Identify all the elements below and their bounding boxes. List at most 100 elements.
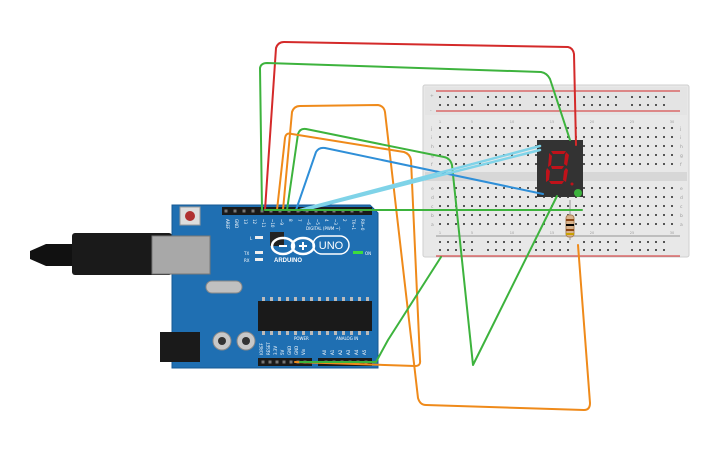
wire-lightblue[interactable] — [298, 144, 542, 212]
rail-hole[interactable] — [639, 96, 641, 98]
breadboard-hole[interactable] — [607, 145, 609, 147]
breadboard-hole[interactable] — [591, 187, 593, 189]
breadboard-hole[interactable] — [535, 127, 537, 129]
breadboard-hole[interactable] — [647, 127, 649, 129]
breadboard-hole[interactable] — [663, 154, 665, 156]
breadboard-hole[interactable] — [439, 127, 441, 129]
rail-hole[interactable] — [543, 96, 545, 98]
rail-hole[interactable] — [607, 249, 609, 251]
breadboard-hole[interactable] — [519, 136, 521, 138]
breadboard-hole[interactable] — [575, 214, 577, 216]
breadboard-hole[interactable] — [543, 205, 545, 207]
breadboard-hole[interactable] — [663, 127, 665, 129]
breadboard-hole[interactable] — [639, 196, 641, 198]
breadboard-hole[interactable] — [663, 223, 665, 225]
breadboard-hole[interactable] — [519, 145, 521, 147]
rail-hole[interactable] — [655, 104, 657, 106]
breadboard-hole[interactable] — [671, 205, 673, 207]
breadboard-hole[interactable] — [479, 205, 481, 207]
breadboard-hole[interactable] — [455, 163, 457, 165]
breadboard-hole[interactable] — [631, 205, 633, 207]
breadboard-hole[interactable] — [447, 205, 449, 207]
rail-hole[interactable] — [551, 104, 553, 106]
breadboard-hole[interactable] — [447, 127, 449, 129]
breadboard-hole[interactable] — [463, 154, 465, 156]
rail-hole[interactable] — [639, 241, 641, 243]
breadboard-hole[interactable] — [455, 154, 457, 156]
breadboard-hole[interactable] — [455, 136, 457, 138]
breadboard-hole[interactable] — [439, 214, 441, 216]
breadboard-hole[interactable] — [591, 136, 593, 138]
rail-hole[interactable] — [519, 249, 521, 251]
breadboard-hole[interactable] — [583, 145, 585, 147]
rail-hole[interactable] — [463, 96, 465, 98]
breadboard-hole[interactable] — [567, 205, 569, 207]
breadboard-hole[interactable] — [447, 187, 449, 189]
rail-hole[interactable] — [535, 104, 537, 106]
rail-hole[interactable] — [631, 96, 633, 98]
breadboard-hole[interactable] — [615, 127, 617, 129]
breadboard-hole[interactable] — [527, 127, 529, 129]
breadboard-hole[interactable] — [639, 127, 641, 129]
breadboard-hole[interactable] — [671, 154, 673, 156]
breadboard-hole[interactable] — [487, 145, 489, 147]
breadboard-hole[interactable] — [583, 196, 585, 198]
breadboard-hole[interactable] — [447, 154, 449, 156]
breadboard-hole[interactable] — [575, 205, 577, 207]
rail-hole[interactable] — [607, 96, 609, 98]
breadboard-hole[interactable] — [527, 154, 529, 156]
rail-hole[interactable] — [519, 96, 521, 98]
wire-red[interactable] — [264, 41, 577, 211]
breadboard-hole[interactable] — [663, 145, 665, 147]
breadboard-hole[interactable] — [599, 127, 601, 129]
rail-hole[interactable] — [511, 104, 513, 106]
breadboard-hole[interactable] — [671, 127, 673, 129]
breadboard-hole[interactable] — [495, 154, 497, 156]
breadboard-hole[interactable] — [535, 163, 537, 165]
breadboard-hole[interactable] — [439, 205, 441, 207]
rail-hole[interactable] — [599, 241, 601, 243]
breadboard-hole[interactable] — [495, 214, 497, 216]
breadboard-hole[interactable] — [655, 154, 657, 156]
rail-hole[interactable] — [455, 104, 457, 106]
breadboard-hole[interactable] — [647, 223, 649, 225]
rail-hole[interactable] — [639, 104, 641, 106]
breadboard-hole[interactable] — [471, 136, 473, 138]
breadboard-hole[interactable] — [631, 154, 633, 156]
breadboard-hole[interactable] — [663, 163, 665, 165]
breadboard-hole[interactable] — [599, 154, 601, 156]
breadboard-hole[interactable] — [615, 196, 617, 198]
breadboard-hole[interactable] — [535, 223, 537, 225]
breadboard-hole[interactable] — [439, 187, 441, 189]
breadboard-hole[interactable] — [623, 187, 625, 189]
breadboard-hole[interactable] — [655, 145, 657, 147]
rail-hole[interactable] — [631, 104, 633, 106]
breadboard-hole[interactable] — [455, 127, 457, 129]
rail-hole[interactable] — [439, 96, 441, 98]
breadboard-hole[interactable] — [503, 223, 505, 225]
breadboard-hole[interactable] — [527, 163, 529, 165]
breadboard-hole[interactable] — [495, 163, 497, 165]
rail-hole[interactable] — [503, 96, 505, 98]
rail-hole[interactable] — [455, 249, 457, 251]
rail-hole[interactable] — [551, 249, 553, 251]
rail-hole[interactable] — [535, 249, 537, 251]
breadboard-hole[interactable] — [535, 214, 537, 216]
rail-hole[interactable] — [551, 241, 553, 243]
breadboard-hole[interactable] — [479, 196, 481, 198]
breadboard-hole[interactable] — [591, 154, 593, 156]
rail-hole[interactable] — [655, 96, 657, 98]
breadboard-hole[interactable] — [671, 163, 673, 165]
breadboard-hole[interactable] — [599, 187, 601, 189]
breadboard-hole[interactable] — [591, 223, 593, 225]
rail-hole[interactable] — [647, 104, 649, 106]
wire-green-2[interactable] — [286, 127, 558, 366]
breadboard-hole[interactable] — [671, 136, 673, 138]
rail-hole[interactable] — [495, 104, 497, 106]
breadboard-hole[interactable] — [599, 196, 601, 198]
breadboard-hole[interactable] — [543, 127, 545, 129]
breadboard-hole[interactable] — [511, 127, 513, 129]
rail-hole[interactable] — [447, 104, 449, 106]
breadboard-hole[interactable] — [623, 205, 625, 207]
breadboard-hole[interactable] — [487, 214, 489, 216]
